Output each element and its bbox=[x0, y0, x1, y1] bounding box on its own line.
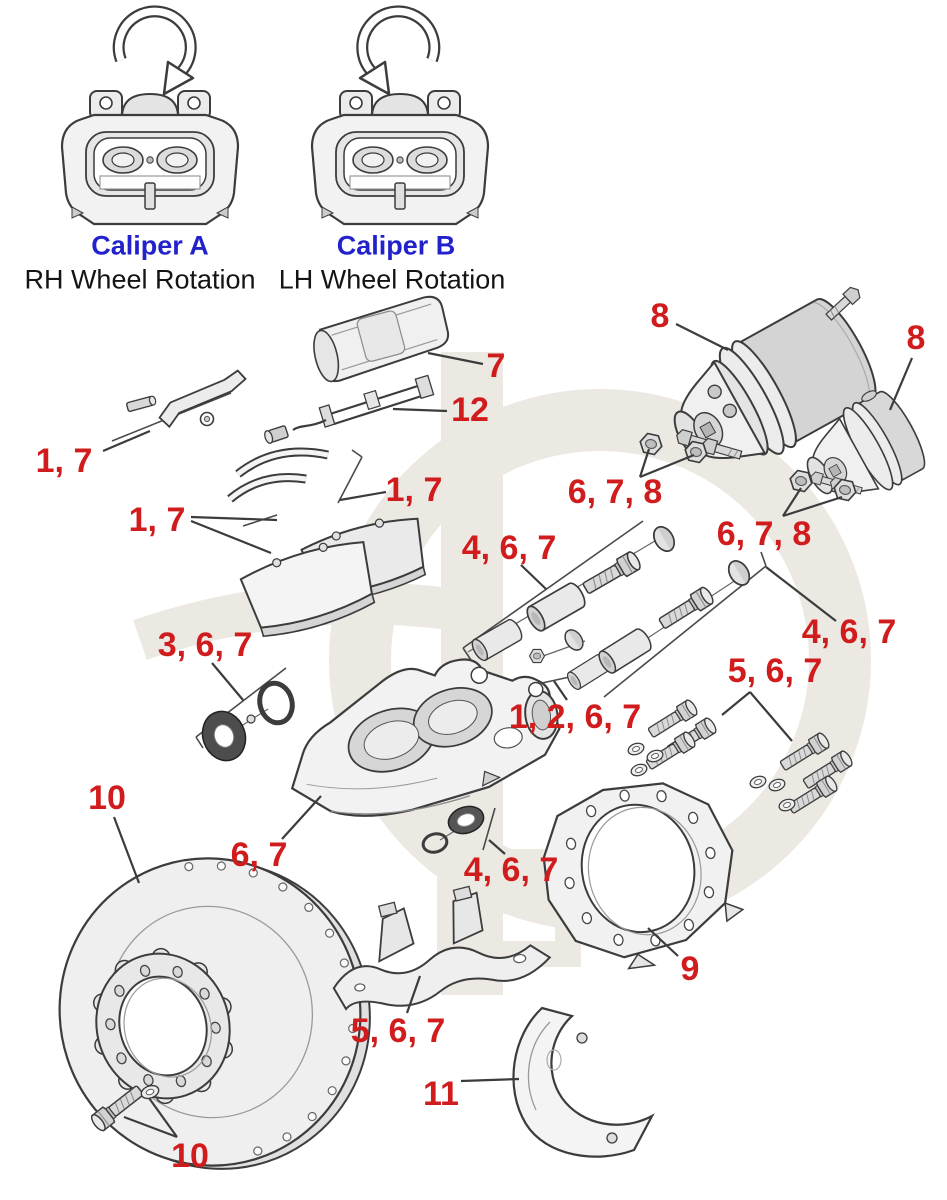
callout-rotor: 10 bbox=[88, 779, 126, 817]
callout-brake-pads: 1, 7 bbox=[128, 501, 186, 539]
pad-retainer-part bbox=[313, 295, 450, 383]
caliper-a-illustration bbox=[60, 89, 240, 226]
callout-pad-springs: 1, 7 bbox=[385, 471, 443, 509]
callout-chamber-nuts-right: 6, 7, 8 bbox=[716, 515, 812, 553]
rotation-arrow-ccw-icon bbox=[360, 11, 434, 94]
rotor-hub bbox=[92, 947, 234, 1105]
caliper-b-rotation-label: LH Wheel Rotation bbox=[278, 264, 506, 295]
callout-caliper-bolts: 5, 6, 7 bbox=[727, 652, 823, 690]
callout-spring-chamber: 8 bbox=[650, 297, 670, 335]
callout-torque-plate: 9 bbox=[680, 950, 700, 988]
piston-seal-kit bbox=[201, 680, 295, 762]
callout-chamber-nuts-left: 6, 7, 8 bbox=[567, 473, 663, 511]
carrier-bracket-part bbox=[332, 885, 552, 1011]
callout-seal-kit: 3, 6, 7 bbox=[157, 626, 253, 664]
adjuster-small-parts bbox=[528, 625, 588, 664]
callout-boot-kit: 4, 6, 7 bbox=[463, 851, 559, 889]
callout-guide-pin-short: 4, 6, 7 bbox=[801, 613, 897, 651]
callout-carrier: 5, 6, 7 bbox=[350, 1012, 446, 1050]
caliper-a-rotation-label: RH Wheel Rotation bbox=[24, 264, 256, 295]
torque-plate-part bbox=[542, 782, 745, 970]
caliper-a-title: Caliper A bbox=[91, 230, 209, 261]
brake-pads-part bbox=[239, 517, 427, 638]
callout-service-chamber: 8 bbox=[906, 319, 926, 357]
callout-guide-pin-long: 4, 6, 7 bbox=[461, 529, 557, 567]
service-brake-chamber bbox=[806, 390, 926, 497]
spring-brake-chamber bbox=[673, 284, 877, 463]
callout-wear-sensor: 12 bbox=[451, 391, 489, 429]
callout-caliper-body: 6, 7 bbox=[230, 836, 288, 874]
caliper-b-title: Caliper B bbox=[336, 230, 456, 261]
caliper-b-illustration bbox=[310, 89, 490, 226]
rotation-arrow-cw-icon bbox=[119, 11, 193, 94]
leader-lines bbox=[102, 323, 914, 1139]
callout-splash-shield: 11 bbox=[423, 1075, 459, 1113]
callout-adjuster-kit: 1, 2, 6, 7 bbox=[508, 698, 642, 736]
retainer-pin-kit bbox=[126, 369, 247, 429]
pad-springs-part bbox=[227, 447, 329, 503]
wear-sensor-part bbox=[264, 374, 435, 444]
pin-boot-kit bbox=[421, 805, 485, 854]
caliper-body-part bbox=[290, 658, 561, 817]
callout-pad-retainer: 7 bbox=[486, 347, 506, 385]
callout-retainer-kit: 1, 7 bbox=[35, 442, 93, 480]
splash-shield-part bbox=[512, 1006, 655, 1158]
callout-rotor-bolt: 10 bbox=[171, 1137, 209, 1175]
